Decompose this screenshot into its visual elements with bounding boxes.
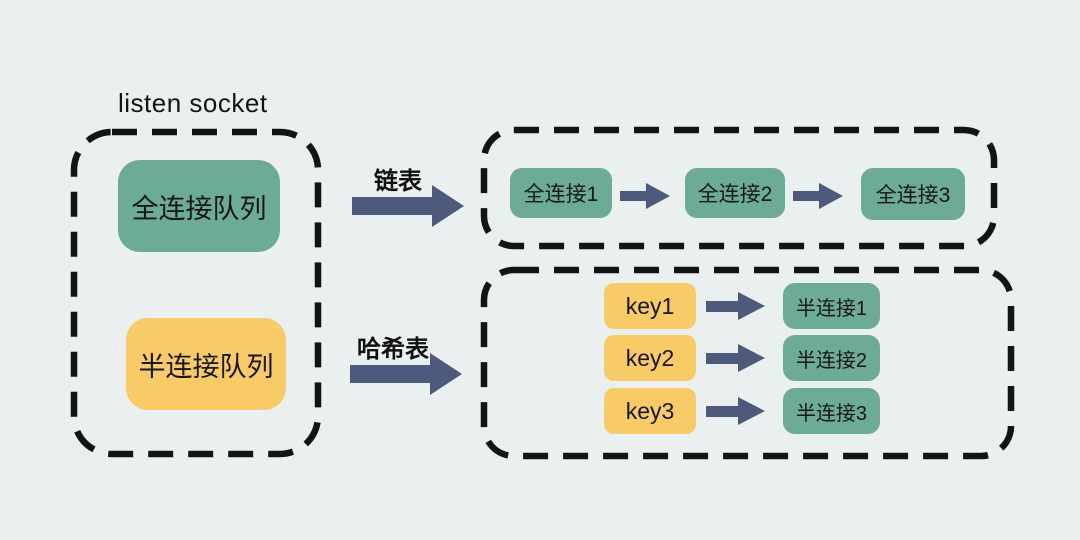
linked-list-node: 全连接2 <box>685 168 785 218</box>
node-link-arrow-icon <box>793 183 843 209</box>
listen-socket-dashed-box <box>70 128 322 458</box>
hash-map-arrow-icon <box>706 292 765 320</box>
half-connection-node: 半连接1 <box>783 283 880 329</box>
half-connection-queue-box: 半连接队列 <box>126 318 286 410</box>
hash-key-box: key2 <box>604 335 696 381</box>
half-connection-node: 半连接2 <box>783 335 880 381</box>
hash-table-edge-label: 哈希表 <box>357 336 429 363</box>
hash-table-dashed-box <box>480 266 1015 460</box>
full-connection-queue-box: 全连接队列 <box>118 160 280 252</box>
hash-table-arrow-icon <box>350 353 462 395</box>
linked-list-node: 全连接3 <box>861 168 965 220</box>
linked-list-edge-label: 链表 <box>374 168 422 195</box>
linked-list-dashed-box <box>480 126 998 250</box>
listen-socket-title: listen socket <box>118 88 268 118</box>
linked-list-node: 全连接1 <box>510 168 612 218</box>
linked-list-arrow-icon <box>352 185 464 227</box>
hash-map-arrow-icon <box>706 344 765 372</box>
hash-map-arrow-icon <box>706 397 765 425</box>
hash-key-box: key3 <box>604 388 696 434</box>
half-connection-node: 半连接3 <box>783 388 880 434</box>
hash-key-box: key1 <box>604 283 696 329</box>
node-link-arrow-icon <box>620 183 670 209</box>
